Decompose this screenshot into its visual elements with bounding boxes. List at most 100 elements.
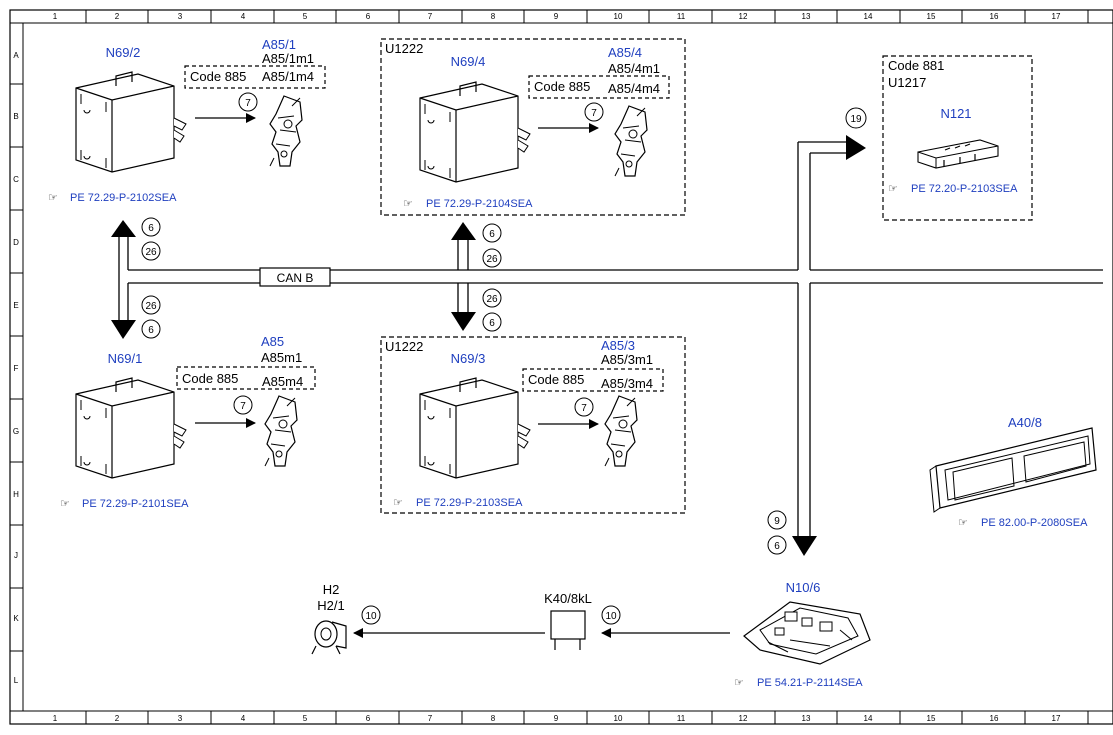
n69-4-label: N69/4 [451, 54, 486, 69]
svg-text:K: K [13, 614, 19, 623]
reference-icon: ☞ [60, 498, 70, 510]
u1222-bottom-label: U1222 [385, 339, 423, 354]
svg-text:3: 3 [178, 12, 183, 21]
svg-text:4: 4 [241, 714, 246, 723]
svg-text:15: 15 [927, 12, 936, 21]
reference-icon: ☞ [958, 517, 968, 529]
a85-3-label: A85/3 [601, 338, 635, 353]
n69-4-reference: PE 72.29-P-2104SEA [426, 198, 533, 210]
svg-text:10: 10 [614, 12, 623, 21]
signal-6-marker: 6 [148, 325, 154, 336]
svg-text:L: L [14, 676, 19, 685]
a85m4-label: A85m4 [262, 374, 303, 389]
svg-text:14: 14 [864, 714, 873, 723]
a85-4m4-label: A85/4m4 [608, 81, 660, 96]
row-labels: AB CD EF GH JK L [13, 51, 19, 685]
n69-3-reference: PE 72.29-P-2103SEA [416, 497, 523, 509]
h2-1-label: H2/1 [317, 598, 344, 613]
a85-1m4-label: A85/1m4 [262, 69, 314, 84]
code-885-box [176, 366, 316, 390]
code-885-box [184, 65, 326, 89]
door-lock-a85-4 [614, 105, 648, 177]
n10-6-reference: PE 54.21-P-2114SEA [757, 677, 863, 689]
svg-text:14: 14 [864, 12, 873, 21]
reference-icon: ☞ [393, 497, 403, 509]
a85-1m1-label: A85/1m1 [262, 51, 314, 66]
n69-3-label: N69/3 [451, 351, 486, 366]
door-lock-a85-3 [604, 395, 638, 467]
a40-8-display [929, 427, 1097, 513]
svg-text:G: G [13, 427, 19, 436]
svg-text:2: 2 [115, 714, 120, 723]
reference-icon: ☞ [48, 192, 58, 204]
n69-3-control-unit [419, 377, 531, 479]
can-b-label: CAN B [277, 271, 314, 285]
a85-3m4-label: A85/3m4 [601, 376, 653, 391]
signal-7-marker: 7 [591, 108, 597, 119]
n69-4-control-unit [419, 81, 531, 183]
u1222-bottom-box [380, 336, 686, 514]
svg-text:16: 16 [990, 12, 999, 21]
svg-text:C: C [13, 175, 19, 184]
n10-6-module [743, 601, 871, 665]
a85-4m1-label: A85/4m1 [608, 61, 660, 76]
code-885-box [522, 368, 664, 392]
svg-text:13: 13 [802, 12, 811, 21]
svg-text:9: 9 [554, 12, 559, 21]
diagram-frame [9, 9, 1113, 725]
svg-text:B: B [13, 112, 18, 121]
signal-6-marker: 6 [489, 318, 495, 329]
svg-text:12: 12 [739, 12, 748, 21]
svg-text:6: 6 [366, 12, 371, 21]
svg-text:F: F [14, 364, 19, 373]
a40-8-label: A40/8 [1008, 415, 1042, 430]
svg-text:4: 4 [241, 12, 246, 21]
a85-1-label: A85/1 [262, 37, 296, 52]
signal-10-marker: 10 [605, 611, 617, 622]
k40-8kl-relay [550, 610, 586, 650]
svg-text:8: 8 [491, 714, 496, 723]
signal-26-marker: 26 [486, 254, 498, 265]
reference-icon: ☞ [403, 198, 413, 210]
code-885-label: Code 885 [528, 372, 584, 387]
svg-text:D: D [13, 238, 19, 247]
svg-text:11: 11 [677, 12, 686, 21]
svg-text:7: 7 [428, 714, 433, 723]
code-885-label: Code 885 [182, 371, 238, 386]
n69-1-label: N69/1 [108, 351, 143, 366]
svg-text:E: E [13, 301, 18, 310]
signal-26-marker: 26 [486, 294, 498, 305]
svg-text:7: 7 [428, 12, 433, 21]
svg-text:12: 12 [739, 714, 748, 723]
svg-text:8: 8 [491, 12, 496, 21]
n121-reference: PE 72.20-P-2103SEA [911, 183, 1018, 195]
door-lock-a85-1 [269, 95, 303, 167]
svg-text:H: H [13, 490, 19, 499]
code-885-box [528, 75, 670, 99]
svg-text:9: 9 [554, 714, 559, 723]
k40-8kl-label: K40/8kL [544, 591, 592, 606]
a40-8-reference: PE 82.00-P-2080SEA [981, 517, 1088, 529]
signal-6-marker: 6 [148, 223, 154, 234]
signal-7-marker: 7 [581, 403, 587, 414]
svg-text:3: 3 [178, 714, 183, 723]
svg-text:13: 13 [802, 714, 811, 723]
signal-26-marker: 26 [145, 247, 157, 258]
a85m1-label: A85m1 [261, 350, 302, 365]
signal-26-marker: 26 [145, 301, 157, 312]
svg-text:J: J [14, 551, 18, 560]
svg-text:11: 11 [677, 714, 686, 723]
n69-2-reference: PE 72.29-P-2102SEA [70, 192, 177, 204]
code-885-label: Code 885 [534, 79, 590, 94]
signal-6-marker: 6 [489, 229, 495, 240]
u1217-box [882, 55, 1033, 221]
svg-text:5: 5 [303, 12, 308, 21]
svg-text:1: 1 [53, 12, 58, 21]
n69-1-control-unit [75, 377, 187, 479]
a85-4-label: A85/4 [608, 45, 642, 60]
can-bus-lines [118, 141, 1103, 538]
svg-text:17: 17 [1052, 12, 1061, 21]
